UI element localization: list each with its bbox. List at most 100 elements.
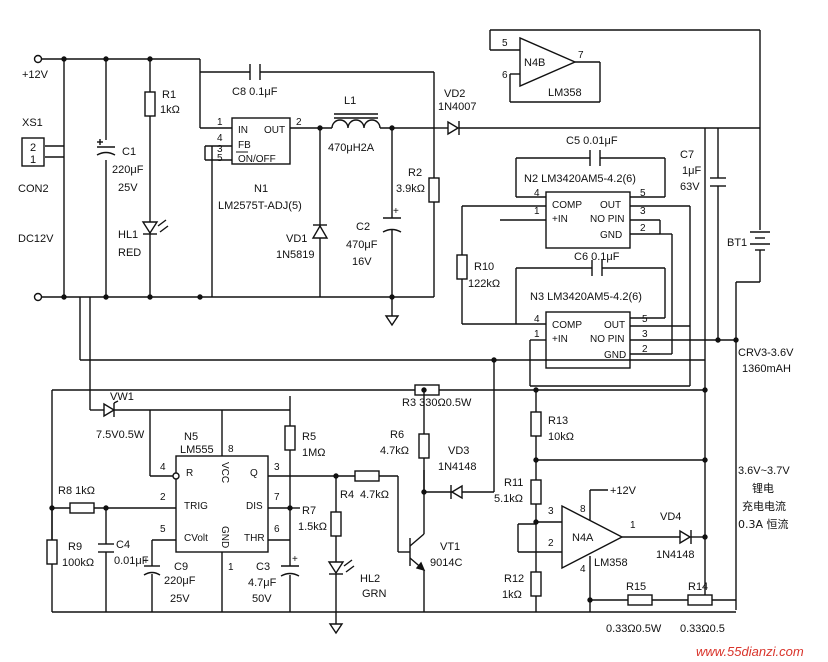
ground-symbol-2: [328, 623, 344, 635]
label-r13: R13: [548, 415, 568, 427]
n3-pin3: 3: [642, 329, 648, 340]
n3-pin5: 5: [642, 314, 648, 325]
battery-bt1: [750, 231, 770, 251]
charge-note-current: 0.3A 恒流: [738, 517, 789, 531]
resistor-r12: [530, 571, 542, 597]
resistor-r10: [456, 254, 468, 280]
label-r2-value: 3.9kΩ: [396, 183, 425, 195]
power-rails: [42, 56, 434, 300]
diode-vd4: [679, 529, 692, 545]
label-r10-value: 122kΩ: [468, 278, 500, 290]
n2-pin5: 5: [640, 188, 646, 199]
n2-pin1: 1: [534, 206, 540, 217]
label-c4: C4: [116, 539, 130, 551]
resistor-r4: [330, 511, 342, 537]
label-c3-rating: 50V: [252, 593, 272, 605]
label-n1-part: LM2575T-ADJ(5): [218, 200, 302, 212]
n5-thr-label: THR: [244, 533, 265, 544]
n5-pin1: 1: [228, 562, 234, 573]
label-c1-rating: 25V: [118, 182, 138, 194]
diode-vd3: [450, 484, 463, 500]
label-n1: N1: [254, 183, 268, 195]
label-r7-value: 1.5kΩ: [298, 521, 327, 533]
label-r3: R3 330Ω0.5W: [402, 397, 472, 409]
n5-dis-label: DIS: [246, 501, 263, 512]
charge-note-voltage: 3.6V~3.7V: [738, 465, 790, 477]
svg-text:+: +: [292, 554, 298, 565]
label-c9: C9: [174, 561, 188, 573]
svg-text:+: +: [393, 206, 399, 217]
label-r7: R7: [302, 505, 316, 517]
n4a-pin3: 3: [548, 506, 554, 517]
n5-pin5: 5: [160, 524, 166, 535]
diode-vd2: [447, 120, 460, 136]
n3-pin4: 4: [534, 314, 540, 325]
n1-in-label: IN: [238, 125, 248, 136]
label-hl1-color: RED: [118, 247, 141, 259]
label-c2: C2: [356, 221, 370, 233]
n2-pin4: 4: [534, 188, 540, 199]
label-r4: R4: [340, 489, 354, 501]
label-c2-value: 470μF: [346, 239, 378, 251]
label-vd4-part: 1N4148: [656, 549, 695, 561]
label-c2-rating: 16V: [352, 256, 372, 268]
n4b-pin7: 7: [578, 50, 584, 61]
label-c1: C1: [122, 146, 136, 158]
label-r13-value: 10kΩ: [548, 431, 574, 443]
label-xs1: XS1: [22, 117, 43, 129]
label-r1-value: 1kΩ: [160, 104, 180, 116]
resistor-r11: [530, 479, 542, 505]
resistor-r3: [414, 384, 440, 396]
n1-fb-label: FB: [238, 140, 251, 151]
n5-trig-label: TRIG: [184, 501, 208, 512]
charge-note-current-title: 充电电流: [742, 499, 786, 513]
xs1-pin1: 1: [30, 154, 36, 166]
label-n4a-vcc: +12V: [610, 485, 637, 497]
transistor-vt1: [409, 533, 426, 572]
svg-text:+: +: [143, 556, 149, 567]
label-vw1-value: 7.5V0.5W: [96, 429, 145, 441]
label-r14: R14: [688, 581, 708, 593]
label-c9-rating: 25V: [170, 593, 190, 605]
resistor-r9: [46, 539, 58, 565]
ic-n1: [231, 117, 291, 165]
n4a-pin1: 1: [630, 520, 636, 531]
xs1-pin2: 2: [30, 142, 36, 154]
n5-vcc-label: VCC: [219, 462, 230, 483]
label-crv: CRV3-3.6V: [738, 347, 794, 359]
n2-in-label: +IN: [552, 214, 568, 225]
label-c5: C5 0.01μF: [566, 135, 618, 147]
n1-out-label: OUT: [264, 125, 285, 136]
n2-pin3: 3: [640, 206, 646, 217]
label-r14-value: 0.33Ω0.5: [680, 623, 725, 635]
n5-pin7: 7: [274, 492, 280, 503]
n1-pin5: 5: [217, 153, 223, 164]
capacitor-c1: [96, 139, 116, 160]
label-r11-value: 5.1kΩ: [494, 493, 523, 505]
label-r9: R9: [68, 541, 82, 553]
label-r8: R8 1kΩ: [58, 485, 95, 497]
led-hl1: [141, 219, 169, 235]
label-n2: N2 LM3420AM5-4.2(6): [524, 173, 636, 185]
n1-pin1: 1: [217, 117, 223, 128]
n2-comp-label: COMP: [552, 200, 582, 211]
label-crv-mah: 1360mAH: [742, 363, 791, 375]
n5-pin6: 6: [274, 524, 280, 535]
n5-pin4: 4: [160, 462, 166, 473]
label-vd2-part: 1N4007: [438, 101, 477, 113]
label-n3: N3 LM3420AM5-4.2(6): [530, 291, 642, 303]
label-vd4: VD4: [660, 511, 681, 523]
label-c3-value: 4.7μF: [248, 577, 277, 589]
label-r9-value: 100kΩ: [62, 557, 94, 569]
ic-n5: [175, 455, 269, 553]
n5-pin3: 3: [274, 462, 280, 473]
label-n4b: N4B: [524, 57, 545, 69]
n4a-pin2: 2: [548, 538, 554, 549]
label-vd3: VD3: [448, 445, 469, 457]
label-r1: R1: [162, 89, 176, 101]
label-vt1: VT1: [440, 541, 460, 553]
n4b-pin5: 5: [502, 38, 508, 49]
label-vd1-part: 1N5819: [276, 249, 315, 261]
opamp-n4b: [519, 36, 577, 88]
